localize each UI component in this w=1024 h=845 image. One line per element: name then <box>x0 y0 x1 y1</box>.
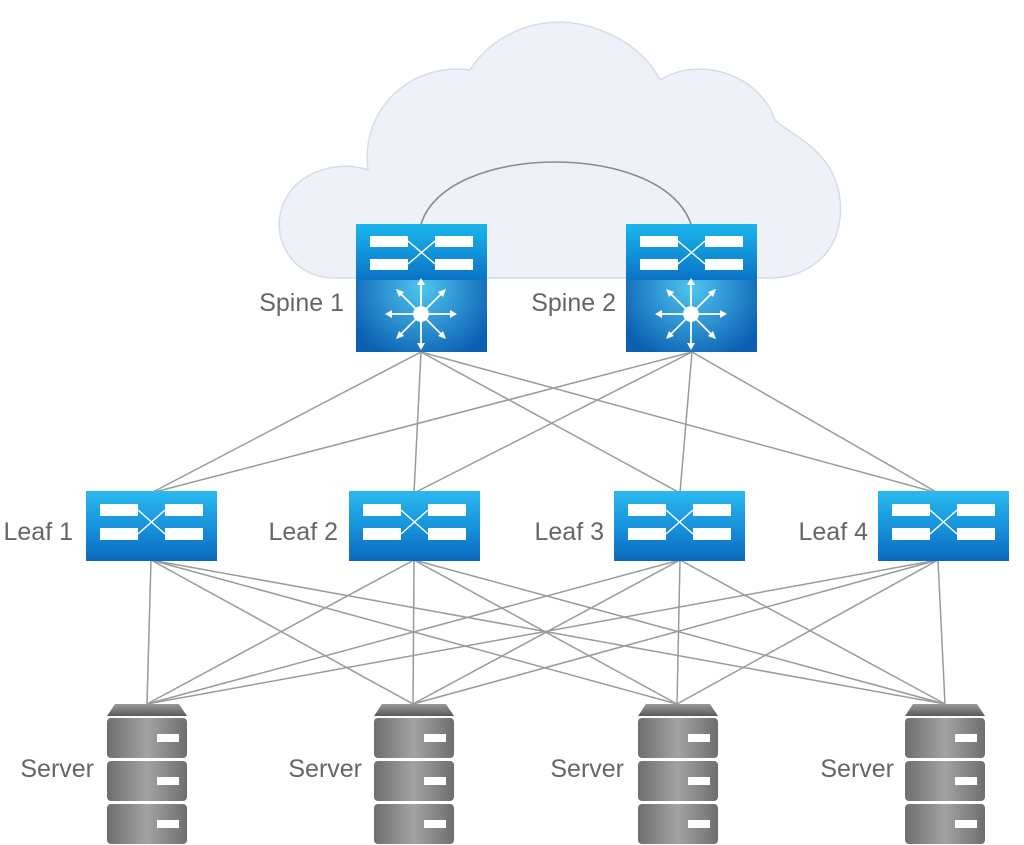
leaf-server-link <box>413 559 946 705</box>
server-unit <box>107 761 187 801</box>
server-unit <box>374 718 454 758</box>
server-3[interactable] <box>638 704 718 844</box>
server-label-4: Server <box>820 755 894 783</box>
switch-arrows-icon <box>628 504 731 540</box>
leaf-server-link <box>676 559 681 705</box>
server-unit <box>638 718 718 758</box>
server-unit <box>374 804 454 844</box>
leaf-server-link <box>146 559 152 705</box>
leaf-server-link <box>146 559 939 705</box>
spine-leaf-link <box>420 351 939 494</box>
server-slot-icon <box>688 820 710 828</box>
server-unit <box>638 804 718 844</box>
leaf-server-link <box>412 559 939 705</box>
leaf-switch-2[interactable] <box>349 491 480 561</box>
server-label-1: Server <box>20 755 94 783</box>
leaf-switch-4[interactable] <box>878 491 1009 561</box>
server-slot-icon <box>688 734 710 742</box>
servers <box>107 704 985 844</box>
spine-leaf-link <box>420 351 681 494</box>
spine-leaf-link <box>679 351 693 494</box>
server-slot-icon <box>157 777 179 785</box>
server-1[interactable] <box>107 704 187 844</box>
leaf-switch-3[interactable] <box>614 491 745 561</box>
server-unit <box>107 718 187 758</box>
leaf-server-link <box>146 559 415 705</box>
switch-arrows-icon <box>363 504 466 540</box>
leaf-switches <box>86 491 1009 561</box>
cloud-shape <box>278 21 842 279</box>
leaf-label-2: Leaf 2 <box>268 518 338 546</box>
spine-label-2: Spine 2 <box>531 289 616 317</box>
server-slot-icon <box>157 734 179 742</box>
server-4[interactable] <box>905 704 985 844</box>
server-2[interactable] <box>374 704 454 844</box>
server-unit <box>905 718 985 758</box>
leaf-server-link <box>676 559 939 705</box>
server-label-2: Server <box>288 755 362 783</box>
switch-arrows-icon <box>100 504 203 540</box>
spine-leaf-link <box>150 351 693 494</box>
leaf-server-link <box>937 559 946 705</box>
server-slot-icon <box>424 820 446 828</box>
spine-switch-1[interactable] <box>356 224 487 352</box>
leaf-label-1: Leaf 1 <box>3 518 73 546</box>
server-slot-icon <box>955 734 977 742</box>
spine-leaf-link <box>413 351 422 494</box>
server-slot-icon <box>424 734 446 742</box>
links-layer <box>146 351 946 705</box>
spine-label-1: Spine 1 <box>259 289 344 317</box>
server-slot-icon <box>157 820 179 828</box>
router-star-icon <box>655 278 727 350</box>
server-unit <box>107 804 187 844</box>
server-slot-icon <box>955 820 977 828</box>
router-star-icon <box>385 278 457 350</box>
server-slot-icon <box>688 777 710 785</box>
server-label-3: Server <box>550 755 624 783</box>
server-unit <box>638 761 718 801</box>
server-slot-icon <box>955 777 977 785</box>
leaf-server-link <box>679 559 946 705</box>
spine-switch-2[interactable] <box>626 224 757 352</box>
leaf-label-3: Leaf 3 <box>534 518 604 546</box>
server-slot-icon <box>424 777 446 785</box>
server-unit <box>905 804 985 844</box>
spine-leaf-link <box>413 351 693 494</box>
leaf-server-link <box>146 559 681 705</box>
spine-interconnect-link <box>419 161 693 229</box>
leaf-label-4: Leaf 4 <box>798 518 868 546</box>
switch-arrows-icon <box>892 504 995 540</box>
leaf-switch-1[interactable] <box>86 491 217 561</box>
spine-leaf-link <box>691 351 939 494</box>
server-unit <box>905 761 985 801</box>
switch-arrows-icon <box>640 236 743 270</box>
switch-arrows-icon <box>370 236 473 270</box>
spine-leaf-link <box>150 351 422 494</box>
server-unit <box>374 761 454 801</box>
